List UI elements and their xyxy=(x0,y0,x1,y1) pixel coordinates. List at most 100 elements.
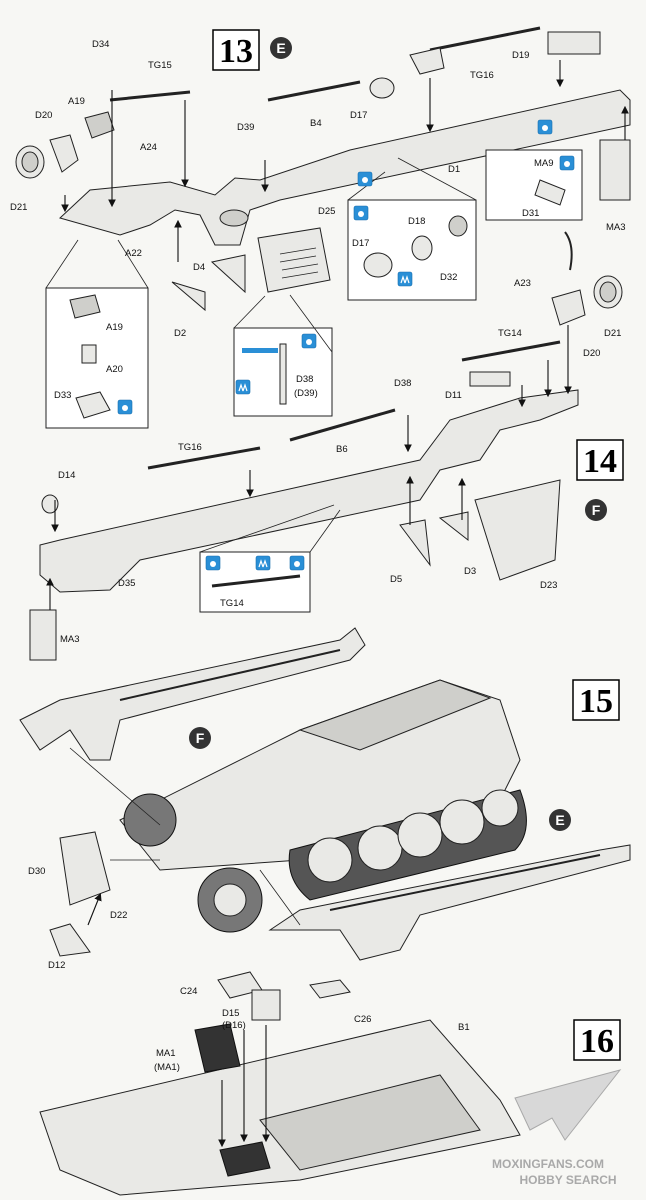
detail-d32-ring xyxy=(411,235,433,261)
part-d2 xyxy=(171,281,206,312)
label-a20: A20 xyxy=(106,364,123,375)
panel-d25-vents xyxy=(279,247,319,279)
label-b4: B4 xyxy=(310,118,322,129)
label-d20-a: D20 xyxy=(35,110,52,121)
leader-f-to-hull xyxy=(69,747,161,826)
label-d1: D1 xyxy=(448,164,460,175)
road-wheel-3 xyxy=(397,812,443,858)
detail-cement-icon-b xyxy=(353,205,369,221)
label-d17-a: D17 xyxy=(350,110,367,121)
label-d32: D32 xyxy=(440,272,457,283)
label-d30: D30 xyxy=(28,866,45,877)
detail-d38-blue xyxy=(242,348,278,353)
lamp-d17-a xyxy=(369,77,395,99)
detail-a19-lamp xyxy=(69,294,101,319)
grille-ma1 xyxy=(194,1023,271,1177)
detail-leader-a xyxy=(45,239,79,289)
detail-a20 xyxy=(81,344,97,364)
part-d15 xyxy=(251,989,281,1021)
step-13-sub-letter: E xyxy=(276,40,285,56)
label-d5: D5 xyxy=(390,574,402,585)
detail-d18-lens xyxy=(448,215,468,237)
label-d19: D19 xyxy=(512,50,529,61)
label-d18: D18 xyxy=(408,216,425,227)
panel-d22 xyxy=(59,831,111,906)
label-d33: D33 xyxy=(54,390,71,401)
label-ma3-b: MA3 xyxy=(60,634,80,645)
tool-tg16-b xyxy=(147,446,261,470)
fender-d35 xyxy=(39,389,579,593)
headlight-d20-b xyxy=(551,289,586,326)
label-c26: C26 xyxy=(354,1014,371,1025)
label-d23: D23 xyxy=(540,580,557,591)
label-d38-c: D38 xyxy=(394,378,411,389)
detail-cement-icon-f xyxy=(205,555,221,571)
step-13-sub-badge xyxy=(270,37,292,59)
label-ma9: MA9 xyxy=(534,158,554,169)
detail-cement-icon-c xyxy=(559,155,575,171)
rod-b6 xyxy=(289,408,396,442)
label-d38-a: D38 xyxy=(296,374,313,385)
panel-d23 xyxy=(474,479,561,581)
step-15-badge-f xyxy=(189,727,211,749)
label-d34: D34 xyxy=(92,39,109,50)
fender-e-rod xyxy=(329,854,601,911)
label-d11: D11 xyxy=(445,390,462,401)
lamp-a19-a xyxy=(84,111,115,139)
watermark: MOXINGFANS.COM HOBBY SEARCH xyxy=(492,1069,622,1187)
paper-plane-logo xyxy=(514,1069,622,1141)
label-d39-paren: (D39) xyxy=(294,388,318,399)
watermark-line2: HOBBY SEARCH xyxy=(519,1173,616,1187)
detail-paint-icon-b xyxy=(235,379,251,395)
part-d4 xyxy=(210,254,246,294)
grille-ma1-target xyxy=(219,1141,271,1177)
part-d11 xyxy=(469,371,511,387)
part-d5 xyxy=(399,519,431,567)
fender-f-assembly xyxy=(19,627,366,761)
front-wheel-hub xyxy=(213,883,247,917)
detail-leader-d xyxy=(397,157,477,201)
antenna-a23 xyxy=(564,231,573,271)
headlight-lens-b xyxy=(599,281,617,303)
label-d3: D3 xyxy=(464,566,476,577)
label-d16-paren: (D16) xyxy=(222,1020,246,1031)
step-13-number: 13 xyxy=(219,33,253,70)
fender-e-assembly xyxy=(268,844,631,961)
headlight-lens-a xyxy=(21,151,39,173)
road-wheel-2 xyxy=(357,825,403,871)
detail-leader-f xyxy=(289,294,333,353)
label-d21-b: D21 xyxy=(604,328,621,339)
plate-ma3-a xyxy=(599,139,631,201)
label-d2: D2 xyxy=(174,328,186,339)
label-a19-b: A19 xyxy=(106,322,123,333)
detail-d38-post xyxy=(279,343,287,405)
label-a24: A24 xyxy=(140,142,157,153)
label-a19-a: A19 xyxy=(68,96,85,107)
step-15-letter-f: F xyxy=(196,730,205,746)
rod-b4 xyxy=(267,80,361,102)
leader-e-to-hull xyxy=(259,869,301,926)
detail-d17-lamp xyxy=(363,252,393,278)
label-ma1-paren: (MA1) xyxy=(154,1062,180,1073)
step-14: 14 F xyxy=(29,231,624,661)
headlight-d20-a xyxy=(49,134,79,173)
label-b6: B6 xyxy=(336,444,348,455)
label-d20-b: D20 xyxy=(583,348,600,359)
part-d14 xyxy=(41,494,59,514)
road-wheel-1 xyxy=(307,837,353,883)
step-16-number: 16 xyxy=(580,1023,614,1060)
label-d39: D39 xyxy=(237,122,254,133)
detail-paint-icon-c xyxy=(255,555,271,571)
label-a23: A23 xyxy=(514,278,531,289)
step-15-badge-e xyxy=(549,809,571,831)
vehicle-rear-deck xyxy=(298,679,492,751)
step-16: 16 C24 D15 (D16) C26 B1 MA1 (MA1) xyxy=(39,971,621,1196)
detail-cement-icon xyxy=(117,399,133,415)
road-wheel-5 xyxy=(481,789,519,827)
cement-icon-main-a xyxy=(537,119,553,135)
step-15-number: 15 xyxy=(579,683,613,720)
label-tg16-b: TG16 xyxy=(178,442,202,453)
step-14-box xyxy=(576,439,624,481)
label-tg14-b: TG14 xyxy=(220,598,244,609)
plate-ma3-b xyxy=(29,609,57,661)
